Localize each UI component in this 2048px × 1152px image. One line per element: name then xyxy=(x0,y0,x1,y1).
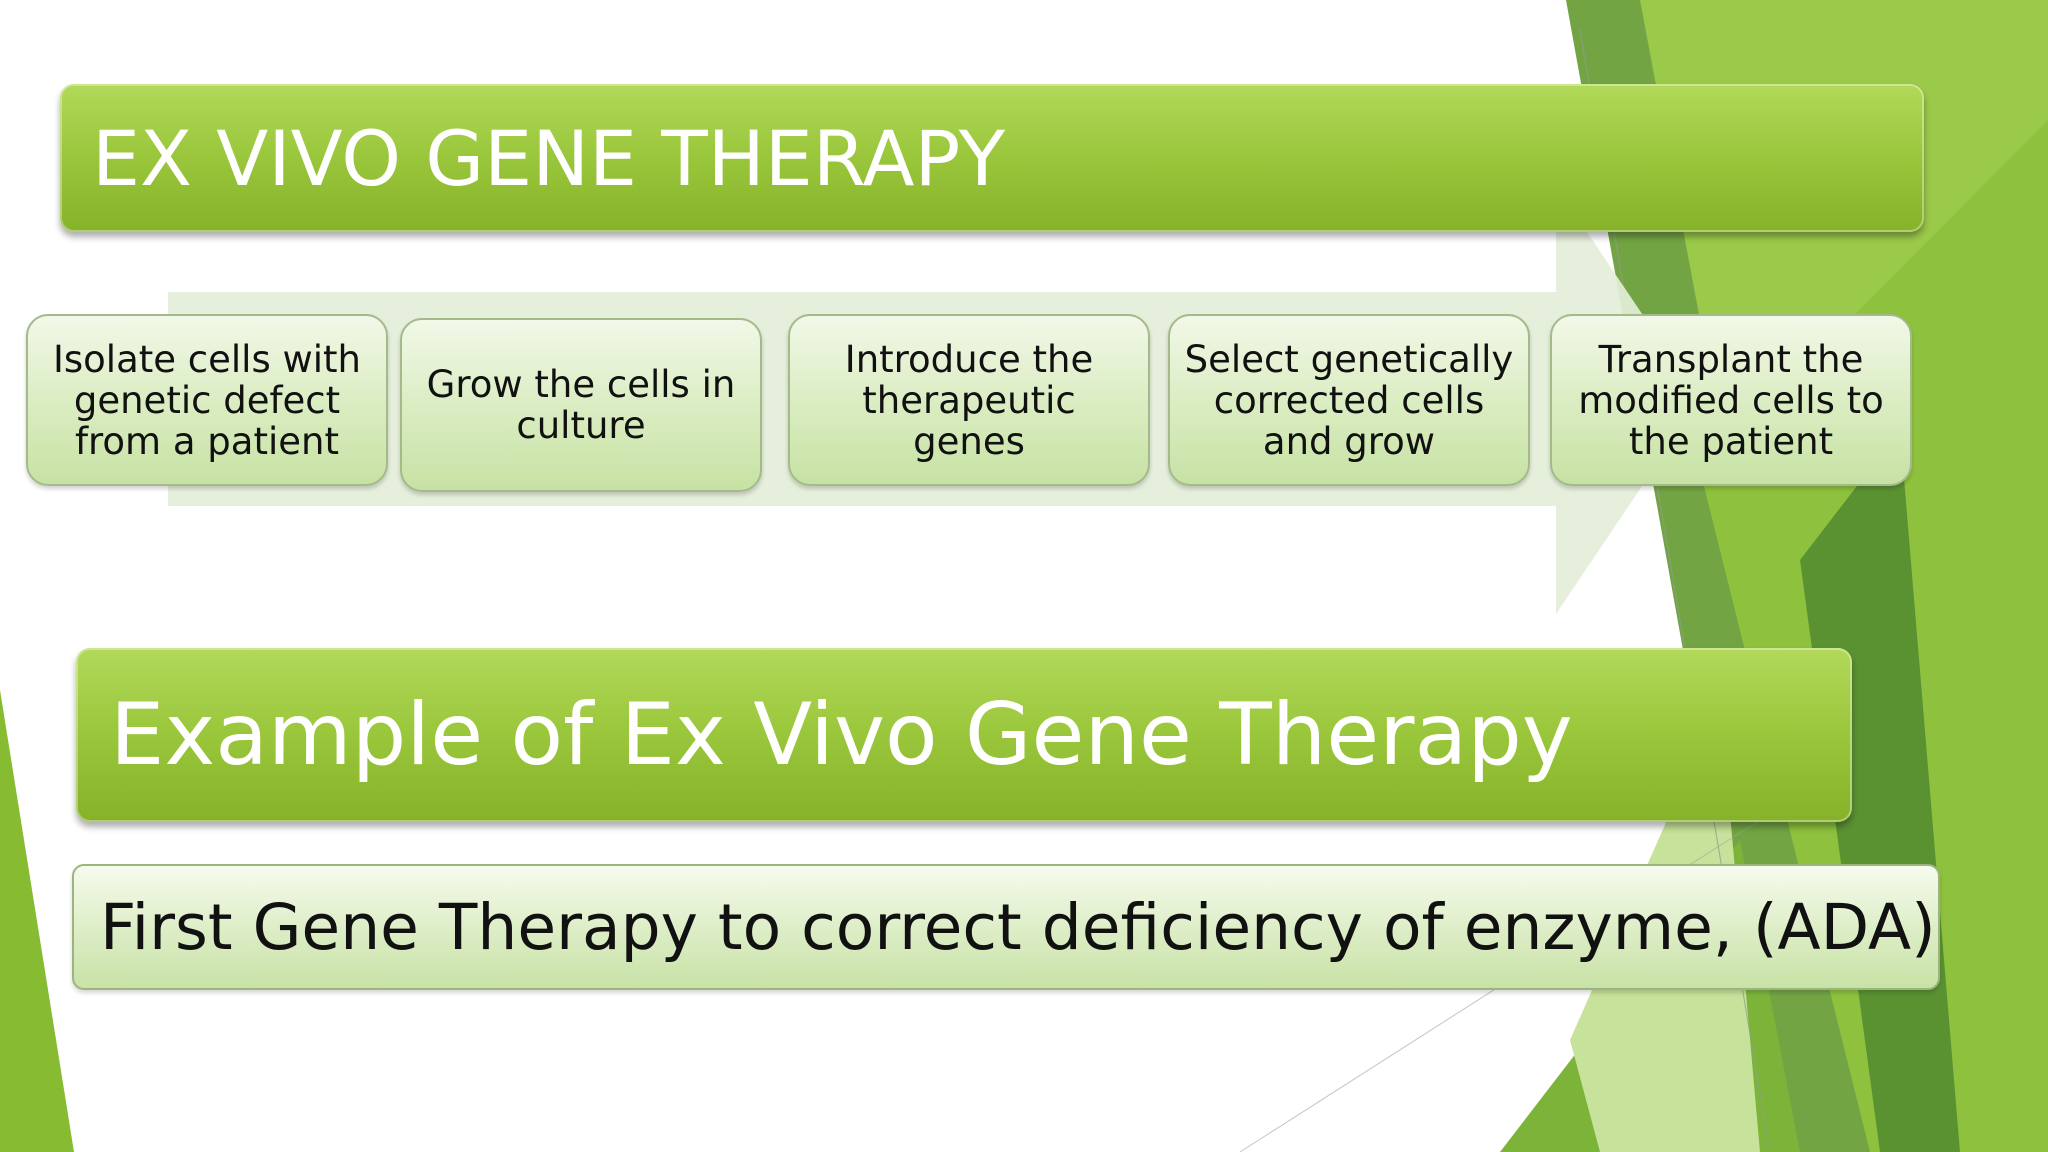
process-step-isolate: Isolate cells with genetic defect from a… xyxy=(26,314,388,486)
process-step-select: Select genetically corrected cells and g… xyxy=(1168,314,1530,486)
info-text: First Gene Therapy to correct deficiency… xyxy=(100,890,1936,964)
process-step-label: Introduce the therapeutic genes xyxy=(844,337,1094,463)
section-heading: Example of Ex Vivo Gene Therapy xyxy=(76,648,1852,822)
slide-title: EX VIVO GENE THERAPY xyxy=(60,84,1924,232)
process-step-label: Grow the cells in culture xyxy=(426,363,736,447)
slide-title-text: EX VIVO GENE THERAPY xyxy=(92,114,1006,203)
process-step-introduce: Introduce the therapeutic genes xyxy=(788,314,1150,486)
process-step-grow: Grow the cells in culture xyxy=(400,318,762,492)
section-heading-text: Example of Ex Vivo Gene Therapy xyxy=(110,685,1573,785)
process-step-label: Isolate cells with genetic defect from a… xyxy=(52,337,361,463)
process-step-label: Transplant the modified cells to the pat… xyxy=(1578,337,1884,463)
process-step-label: Select genetically corrected cells and g… xyxy=(1184,337,1514,463)
process-step-transplant: Transplant the modified cells to the pat… xyxy=(1550,314,1912,486)
left-accent-shape xyxy=(0,690,74,1152)
info-box: First Gene Therapy to correct deficiency… xyxy=(72,864,1940,990)
